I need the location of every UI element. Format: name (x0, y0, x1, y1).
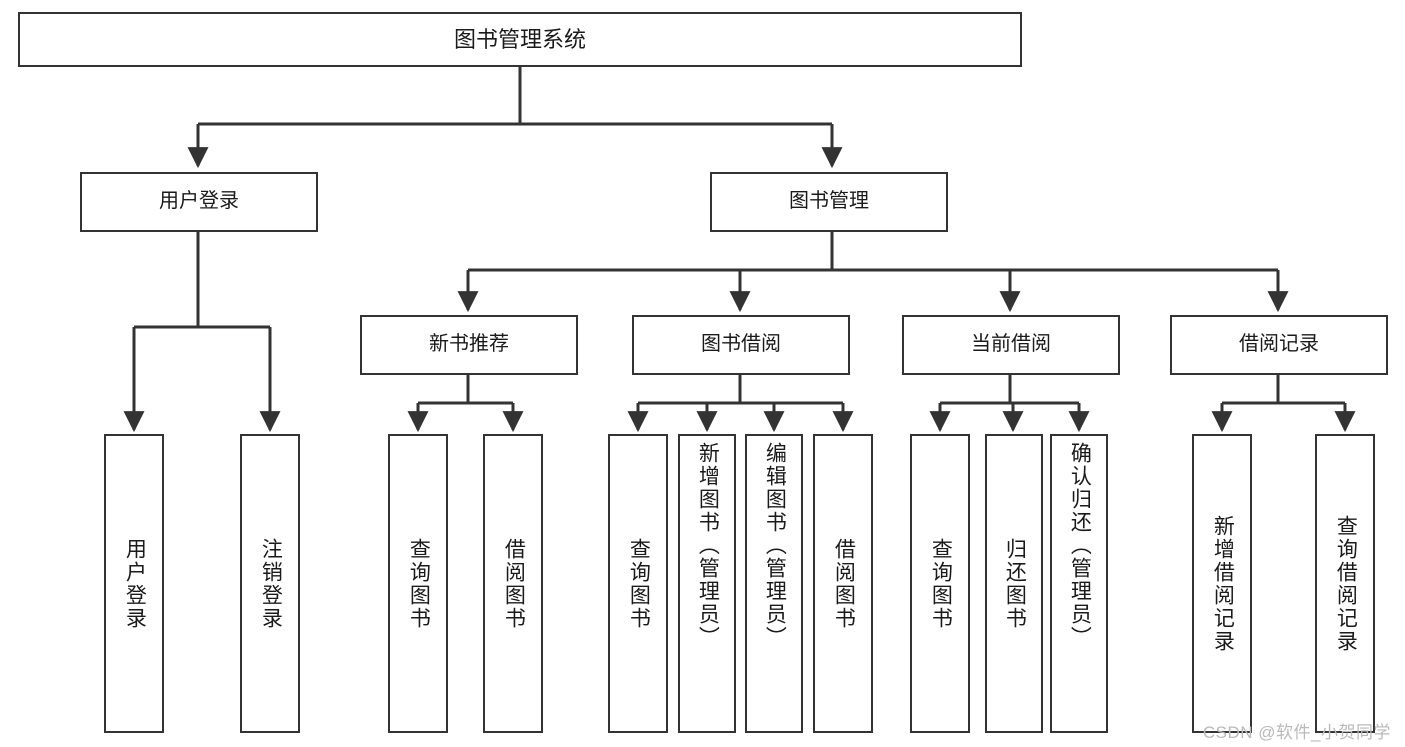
leaf-confirm-return-admin-label: 确认归还（管理员） (1068, 442, 1092, 649)
leaf-edit-book-admin[interactable]: 编辑图书（管理员） (745, 434, 803, 733)
node-user-login-label: 用户登录 (159, 190, 239, 213)
leaf-logout-login-label: 注销登录 (259, 537, 283, 630)
node-current-borrow-label: 当前借阅 (971, 333, 1051, 356)
leaf-query-book-current-label: 查询图书 (929, 537, 953, 630)
leaf-query-book-newbook[interactable]: 查询图书 (388, 434, 448, 733)
leaf-borrow-book-borrow-label: 借阅图书 (832, 537, 856, 630)
node-borrow-record[interactable]: 借阅记录 (1170, 315, 1388, 375)
leaf-query-book-borrow[interactable]: 查询图书 (608, 434, 668, 733)
node-book-management[interactable]: 图书管理 (710, 172, 948, 232)
node-current-borrow[interactable]: 当前借阅 (902, 315, 1120, 375)
node-borrow-record-label: 借阅记录 (1239, 333, 1319, 356)
node-new-book-recommend[interactable]: 新书推荐 (360, 315, 578, 375)
leaf-add-book-admin[interactable]: 新增图书（管理员） (678, 434, 736, 733)
leaf-logout-login[interactable]: 注销登录 (240, 434, 300, 733)
leaf-query-book-borrow-label: 查询图书 (627, 537, 651, 630)
leaf-query-book-current[interactable]: 查询图书 (910, 434, 970, 733)
leaf-query-borrow-record-label: 查询借阅记录 (1334, 514, 1358, 653)
leaf-add-borrow-record[interactable]: 新增借阅记录 (1192, 434, 1252, 733)
leaf-edit-book-admin-label: 编辑图书（管理员） (763, 442, 787, 649)
node-book-management-label: 图书管理 (789, 190, 869, 213)
leaf-query-borrow-record[interactable]: 查询借阅记录 (1315, 434, 1375, 733)
node-root-label: 图书管理系统 (453, 26, 586, 52)
leaf-confirm-return-admin[interactable]: 确认归还（管理员） (1050, 434, 1108, 733)
node-user-login[interactable]: 用户登录 (80, 172, 318, 232)
node-root[interactable]: 图书管理系统 (18, 12, 1022, 67)
leaf-borrow-book-newbook[interactable]: 借阅图书 (483, 434, 543, 733)
leaf-borrow-book-newbook-label: 借阅图书 (502, 537, 526, 630)
node-book-borrow-label: 图书借阅 (701, 333, 781, 356)
node-book-borrow[interactable]: 图书借阅 (632, 315, 850, 375)
leaf-return-book[interactable]: 归还图书 (985, 434, 1043, 733)
node-new-book-recommend-label: 新书推荐 (429, 333, 509, 356)
watermark: CSDN @软件_小贺同学 (1202, 723, 1391, 742)
leaf-user-login-label: 用户登录 (123, 537, 147, 630)
leaf-user-login[interactable]: 用户登录 (104, 434, 164, 733)
leaf-add-borrow-record-label: 新增借阅记录 (1211, 514, 1235, 653)
leaf-query-book-newbook-label: 查询图书 (407, 537, 431, 630)
leaf-return-book-label: 归还图书 (1003, 537, 1027, 630)
leaf-borrow-book-borrow[interactable]: 借阅图书 (813, 434, 873, 733)
leaf-add-book-admin-label: 新增图书（管理员） (696, 442, 720, 649)
